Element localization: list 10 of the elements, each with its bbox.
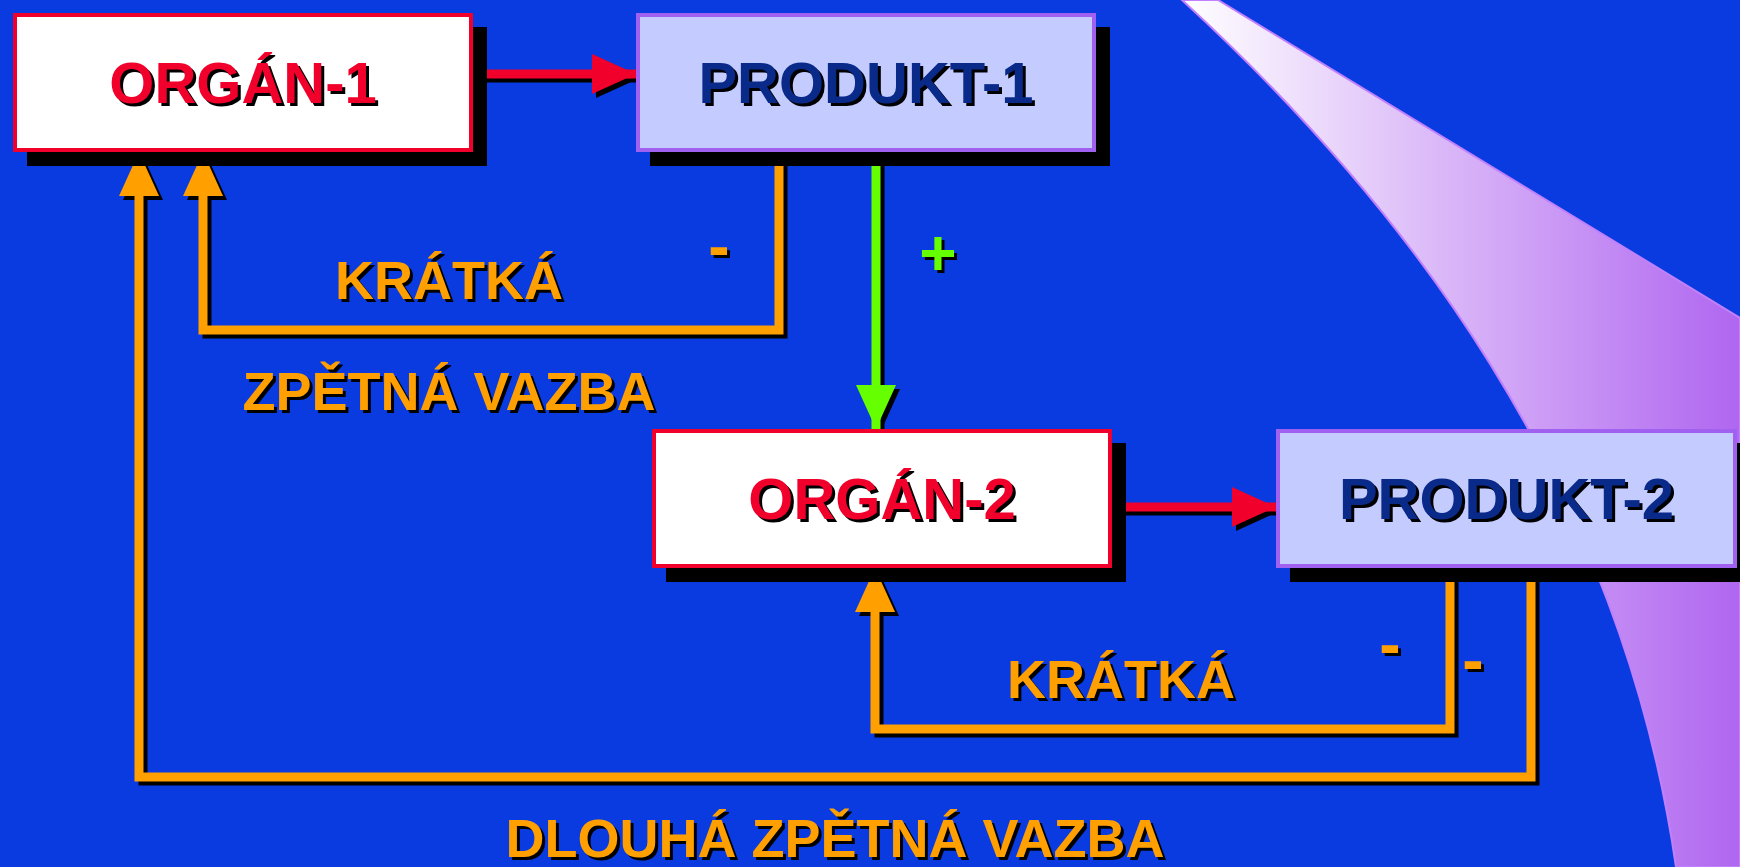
edge-label: +: [919, 221, 957, 285]
feedback-label: KRÁTKÁ: [335, 253, 563, 307]
node-label: PRODUKT-1: [698, 49, 1034, 116]
node-label: PRODUKT-2: [1338, 465, 1675, 532]
edge-label: -: [1379, 612, 1401, 676]
feedback-label: KRÁTKÁ: [1007, 652, 1235, 706]
node-label: ORGÁN-1: [109, 49, 377, 116]
edge-label: -: [708, 214, 730, 278]
node-label: ORGÁN-2: [748, 465, 1016, 532]
edge-label: -: [1462, 628, 1484, 692]
